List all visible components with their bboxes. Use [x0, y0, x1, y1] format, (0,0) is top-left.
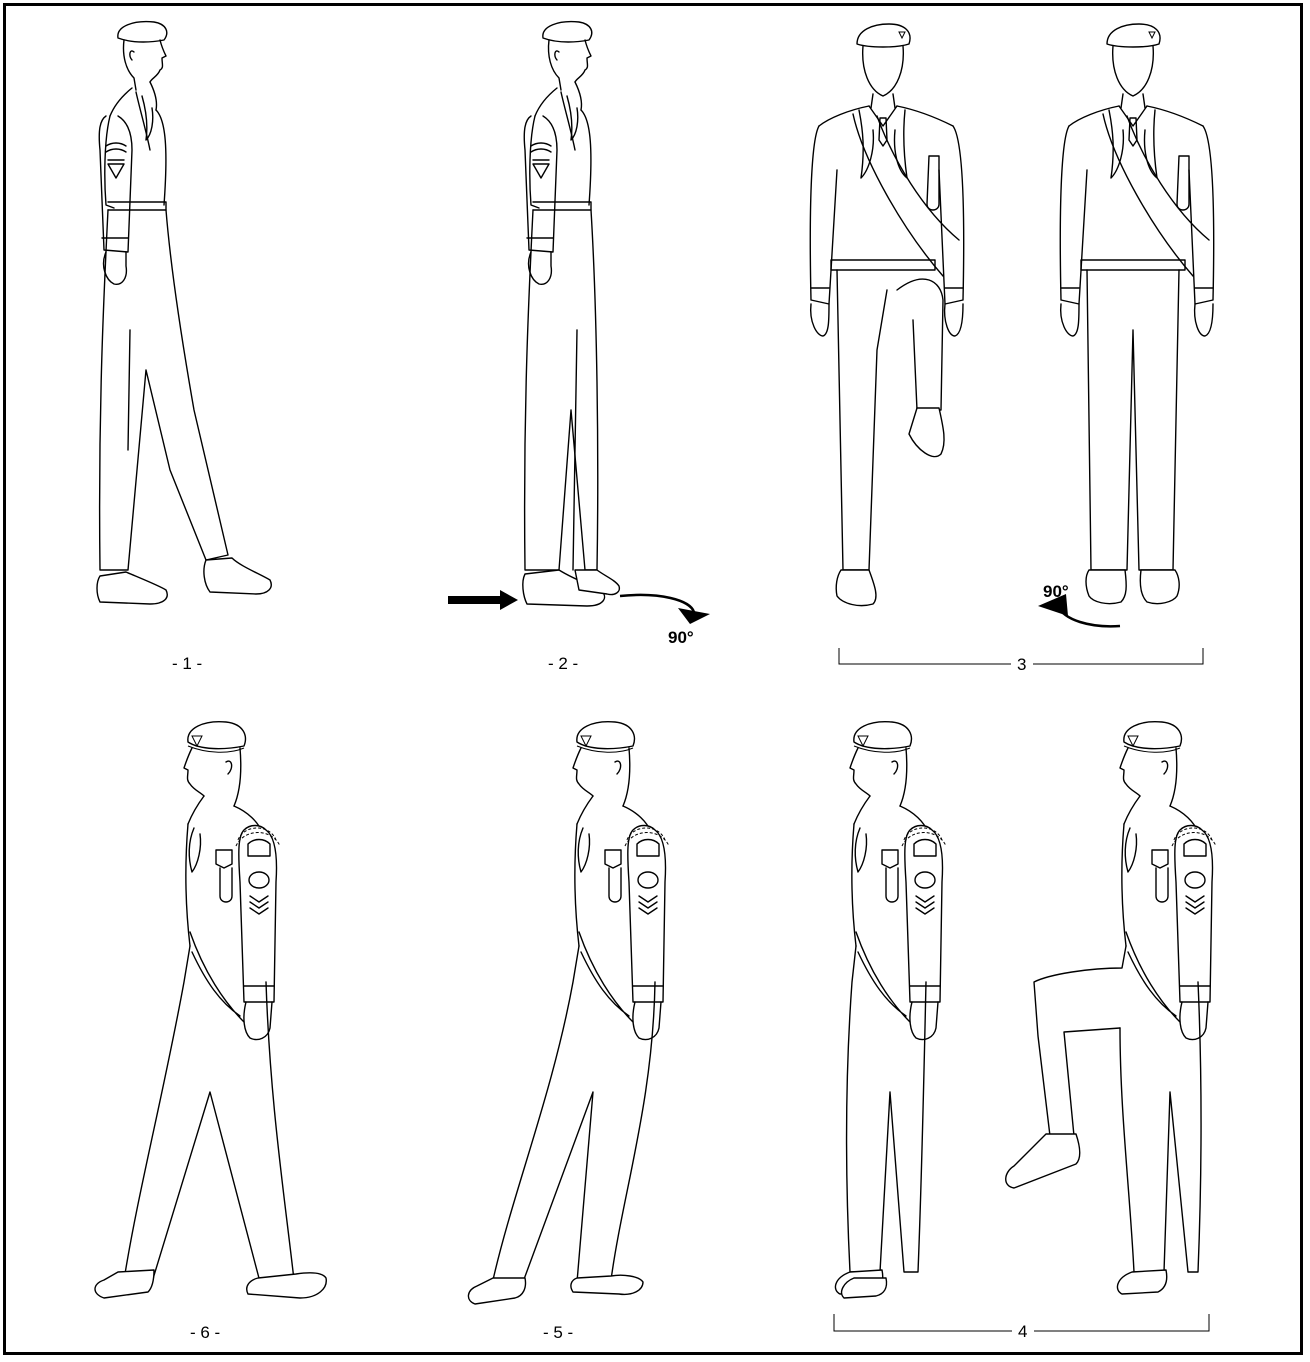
step-5-figure [468, 722, 669, 1304]
arrow-right-icon [448, 590, 518, 610]
step-3-figure-left [810, 24, 963, 606]
step-2-figure [523, 22, 620, 606]
turn-arrow-icon [620, 595, 710, 624]
step-3-figure-right [1060, 24, 1213, 604]
step-5-label: - 5 - [543, 1323, 573, 1342]
step-6-label: - 6 - [190, 1323, 220, 1342]
step-1-label: - 1 - [172, 654, 202, 673]
step-3-angle-label: 90° [1043, 582, 1069, 601]
step-4-figure-left [835, 722, 946, 1298]
step-3-label: 3 [1017, 655, 1026, 674]
step-4-figure-right [1006, 722, 1216, 1294]
step-2-label: - 2 - [548, 654, 578, 673]
step-2-angle-label: 90° [668, 628, 694, 647]
step-6-figure [95, 722, 326, 1298]
step-4-label: 4 [1018, 1322, 1027, 1341]
step-1-figure [97, 22, 271, 604]
